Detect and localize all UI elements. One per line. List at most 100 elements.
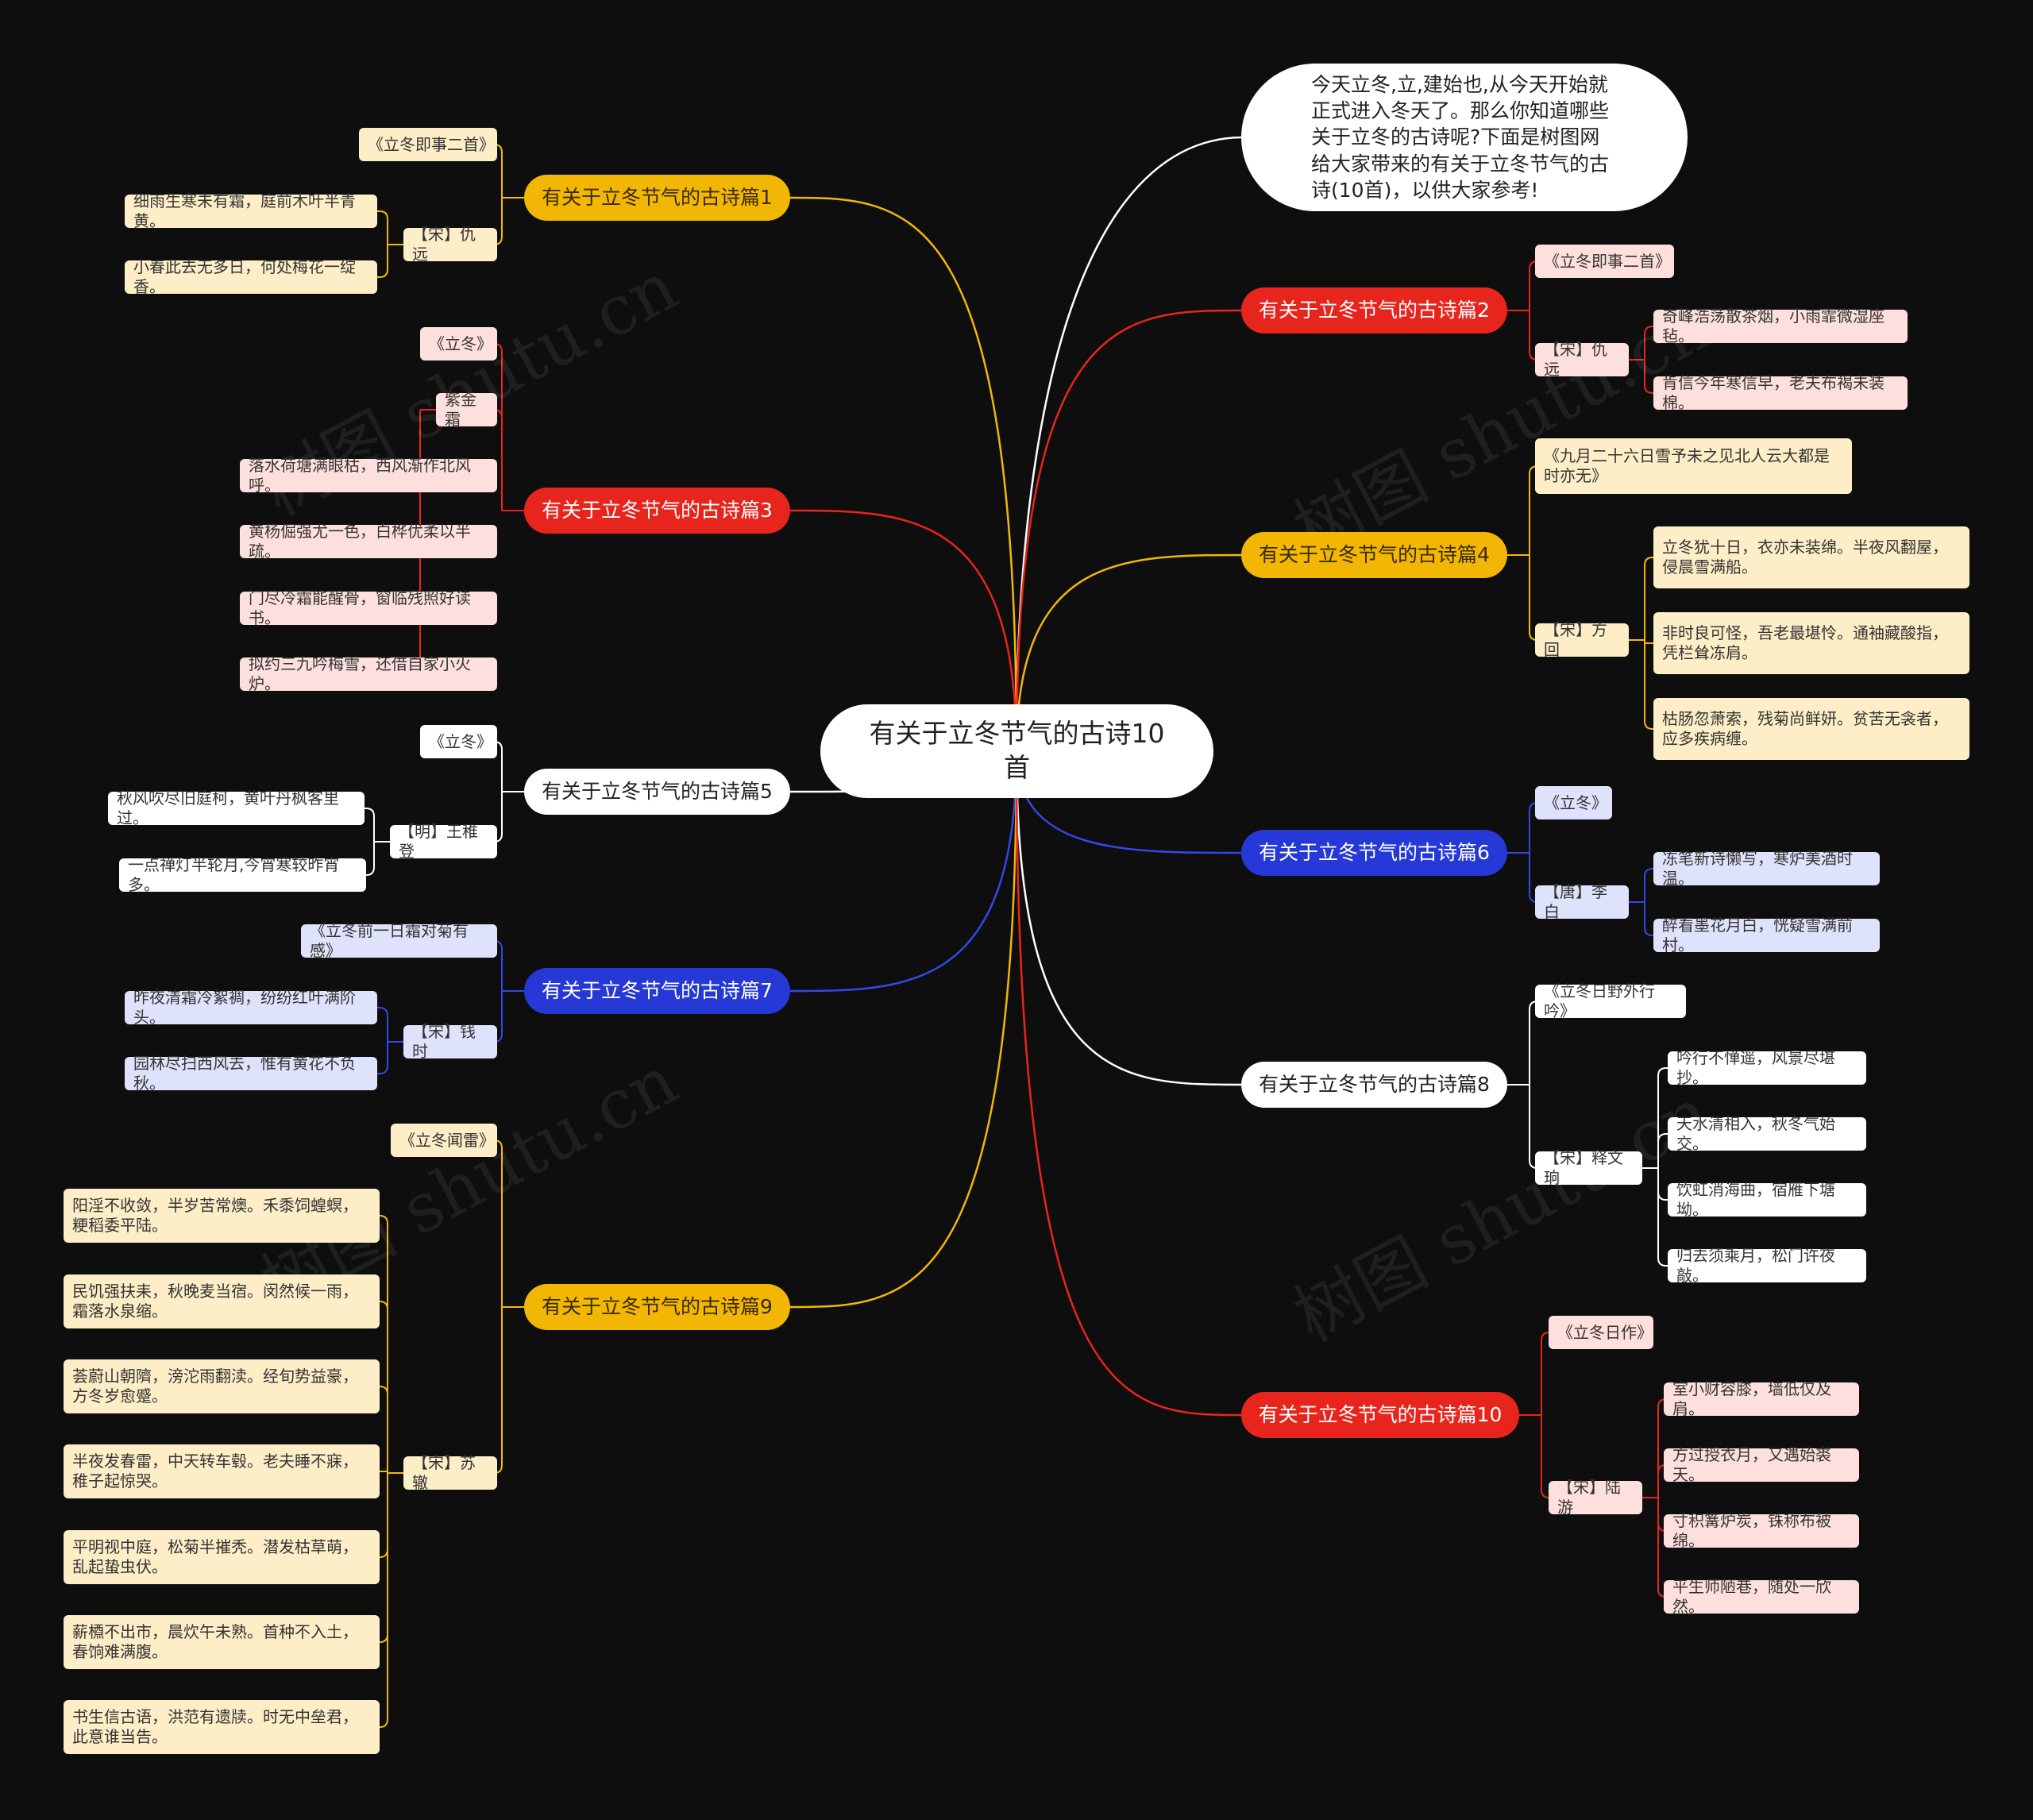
b9-line-link-7 [379, 1473, 388, 1728]
b9-poem-line-4[interactable]: 半夜发春雷，中天转车毂。老夫睡不寐，稚子起惊哭。 [64, 1444, 380, 1498]
b6-line-link-1 [1644, 868, 1653, 902]
b4-connector [1015, 553, 1242, 752]
b2-line-link-2 [1644, 360, 1653, 394]
b1-poem-line-2[interactable]: 小春此去无多日，何处梅花一绽香。 [125, 257, 377, 296]
b3-poem-author[interactable]: 紫金霜 [436, 390, 497, 429]
b8-poem-line-3[interactable]: 饮虹消海曲，宿雁下塘坳。 [1668, 1180, 1866, 1219]
b9-poem-line-1[interactable]: 阳淫不收敛，半岁苦常燠。禾黍饲蝗螟，粳稻委平陆。 [64, 1189, 380, 1243]
b9-line-link-4 [380, 1471, 388, 1473]
b10-connector [1015, 750, 1242, 1417]
b8-branch-node[interactable]: 有关于立冬节气的古诗篇8 [1241, 1062, 1507, 1108]
b10-branch-node[interactable]: 有关于立冬节气的古诗篇10 [1241, 1392, 1519, 1438]
b4-line-link-2 [1644, 640, 1653, 644]
b3-poem-title[interactable]: 《立冬》 [420, 327, 497, 361]
b10-poem-title[interactable]: 《立冬日作》 [1549, 1316, 1653, 1349]
b9-author-link [493, 1307, 503, 1474]
b9-line-link-1 [379, 1215, 388, 1473]
b5-line-link-2 [365, 842, 375, 876]
b9-line-link-2 [379, 1301, 388, 1473]
b2-branch-node[interactable]: 有关于立冬节气的古诗篇2 [1241, 287, 1507, 334]
b6-branch-node[interactable]: 有关于立冬节气的古诗篇6 [1241, 830, 1507, 876]
b4-poem-line-3[interactable]: 枯肠忽萧索，残菊尚鲜妍。贫苦无衾者，应多疾病缠。 [1653, 698, 1969, 760]
b2-poem-line-2[interactable]: 肯信今年寒信早，老夫布褐未装棉。 [1653, 373, 1908, 412]
b4-poem-title[interactable]: 《九月二十六日雪予未之见北人云大都是时亦无》 [1535, 438, 1852, 494]
b4-branch-node[interactable]: 有关于立冬节气的古诗篇4 [1241, 532, 1507, 578]
b8-poem-line-2[interactable]: 天水清相入，秋冬气始交。 [1668, 1114, 1866, 1153]
b5-line-link-1 [365, 808, 375, 842]
b4-poem-author[interactable]: 【宋】方回 [1535, 620, 1629, 659]
b9-poem-line-5[interactable]: 平明视中庭，松菊半摧秃。潜发枯草萌，乱起蛰虫伏。 [64, 1530, 380, 1584]
b10-poem-line-4[interactable]: 平生师陋巷，随处一欣然。 [1664, 1577, 1859, 1616]
b7-poem-title[interactable]: 《立冬前一日霜对菊有感》 [301, 921, 497, 960]
b7-poem-author[interactable]: 【宋】钱时 [403, 1022, 497, 1061]
b10-poem-author[interactable]: 【宋】陆游 [1549, 1478, 1642, 1517]
intro-connector [1015, 136, 1242, 705]
b8-poem-title[interactable]: 《立冬日野外行吟》 [1535, 981, 1686, 1020]
b6-line-link-2 [1644, 902, 1653, 936]
b9-branch-node[interactable]: 有关于立冬节气的古诗篇9 [524, 1284, 790, 1330]
b3-poem-line-1[interactable]: 落水荷塘满眼枯，西风渐作北风呼。 [240, 456, 497, 495]
b2-connector [1015, 309, 1242, 752]
b1-branch-node[interactable]: 有关于立冬节气的古诗篇1 [524, 175, 790, 221]
b9-poem-line-6[interactable]: 薪槱不出市，晨炊午未熟。首种不入土，春饷难满腹。 [64, 1615, 380, 1669]
b9-poem-title[interactable]: 《立冬闻雷》 [391, 1124, 497, 1157]
b5-poem-line-2[interactable]: 一点禅灯半轮月,今宵寒较昨宵多。 [119, 855, 366, 894]
b1-connector [789, 196, 1018, 752]
b8-line-link-4 [1657, 1168, 1668, 1267]
b7-connector [789, 750, 1018, 993]
b7-branch-node[interactable]: 有关于立冬节气的古诗篇7 [524, 968, 790, 1014]
b4-poem-line-2[interactable]: 非时良可怪，吾老最堪怜。通袖藏酸指，凭栏耸冻肩。 [1653, 612, 1969, 674]
b2-poem-title[interactable]: 《立冬即事二首》 [1535, 245, 1674, 278]
b2-poem-line-1[interactable]: 奇峰浩荡散茶烟，小雨霏微湿座毡。 [1653, 307, 1908, 345]
b7-line-link-2 [377, 1042, 388, 1074]
b8-poem-line-4[interactable]: 归去须乘月，松门许夜敲。 [1668, 1246, 1866, 1285]
b4-poem-line-1[interactable]: 立冬犹十日，衣亦未装绵。半夜风翻屋，侵晨雪满船。 [1653, 526, 1969, 588]
b5-poem-title[interactable]: 《立冬》 [420, 725, 497, 758]
b3-connector [789, 509, 1018, 752]
b6-poem-line-1[interactable]: 冻笔新诗懒写，寒炉美酒时温。 [1653, 849, 1880, 888]
b8-line-link-1 [1657, 1067, 1668, 1168]
b8-line-link-3 [1657, 1168, 1668, 1201]
b6-poem-line-2[interactable]: 醉看墨花月白，恍疑雪满前村。 [1653, 916, 1880, 954]
b7-poem-line-2[interactable]: 园林尽扫西风去，惟有黄花不负秋。 [125, 1054, 377, 1093]
b5-branch-node[interactable]: 有关于立冬节气的古诗篇5 [524, 769, 790, 815]
b10-poem-line-3[interactable]: 寸积篝炉炭，铢称布被绵。 [1664, 1511, 1859, 1550]
b2-line-link-1 [1644, 326, 1653, 360]
b8-connector [1015, 750, 1242, 1086]
b9-line-link-5 [379, 1473, 388, 1558]
b9-line-link-3 [379, 1386, 388, 1473]
b8-line-link-2 [1657, 1133, 1668, 1168]
intro-note[interactable]: 今天立冬,立,建始也,从今天开始就正式进入冬天了。那么你知道哪些关于立冬的古诗呢… [1241, 64, 1688, 211]
b3-line-link-3 [419, 410, 497, 609]
b9-connector [789, 750, 1018, 1309]
b9-title-link [493, 1139, 503, 1307]
b1-poem-author[interactable]: 【宋】仇远 [403, 225, 497, 264]
b3-poem-line-3[interactable]: 门尽冷霜能醒骨，窗临残照好读书。 [240, 588, 497, 627]
b4-line-link-3 [1644, 640, 1653, 730]
b10-poem-line-1[interactable]: 室小财容膝，墙低仅及肩。 [1664, 1379, 1859, 1418]
b4-line-link-1 [1644, 557, 1653, 640]
b7-line-link-1 [377, 1007, 388, 1042]
center-topic[interactable]: 有关于立冬节气的古诗10首 [820, 704, 1213, 798]
b9-poem-line-7[interactable]: 书生信古语，洪范有遗牍。时无中垒君，此意谁当告。 [64, 1700, 380, 1754]
b1-poem-title[interactable]: 《立冬即事二首》 [359, 128, 497, 161]
b6-poem-author[interactable]: 【唐】李白 [1535, 882, 1629, 921]
b9-poem-line-3[interactable]: 荟蔚山朝隮，滂沱雨翻渎。经旬势益豪，方冬岁愈蹙。 [64, 1359, 380, 1413]
b8-poem-line-1[interactable]: 吟行不惮遥，风景尽堪抄。 [1668, 1048, 1866, 1087]
b8-poem-author[interactable]: 【宋】释文珦 [1535, 1148, 1642, 1187]
b10-poem-line-2[interactable]: 方过授衣月，又遇始裘天。 [1664, 1445, 1859, 1484]
b2-poem-author[interactable]: 【宋】仇远 [1535, 340, 1629, 379]
b5-poem-author[interactable]: 【明】王稚登 [390, 822, 497, 861]
b1-poem-line-1[interactable]: 细雨生寒未有霜，庭前木叶半青黄。 [125, 191, 377, 230]
b6-poem-title[interactable]: 《立冬》 [1535, 786, 1612, 819]
b7-poem-line-1[interactable]: 昨夜清霜冷絮裯，纷纷红叶满阶头。 [125, 988, 377, 1027]
b9-poem-author[interactable]: 【宋】苏辙 [403, 1453, 497, 1492]
b9-poem-line-2[interactable]: 民饥强扶耒，秋晚麦当宿。闵然候一雨，霜落水泉缩。 [64, 1274, 380, 1328]
b3-branch-node[interactable]: 有关于立冬节气的古诗篇3 [524, 488, 790, 534]
b5-poem-line-1[interactable]: 秋风吹尽旧庭柯，黄叶丹枫客里过。 [108, 789, 365, 827]
b1-line-link-1 [377, 210, 388, 245]
b3-poem-line-4[interactable]: 拟约三九吟梅雪，还借自家小火炉。 [240, 654, 497, 693]
b3-poem-line-2[interactable]: 黄杨倔强尤一色，白桦优柔以半疏。 [240, 522, 497, 561]
b1-line-link-2 [377, 245, 388, 278]
